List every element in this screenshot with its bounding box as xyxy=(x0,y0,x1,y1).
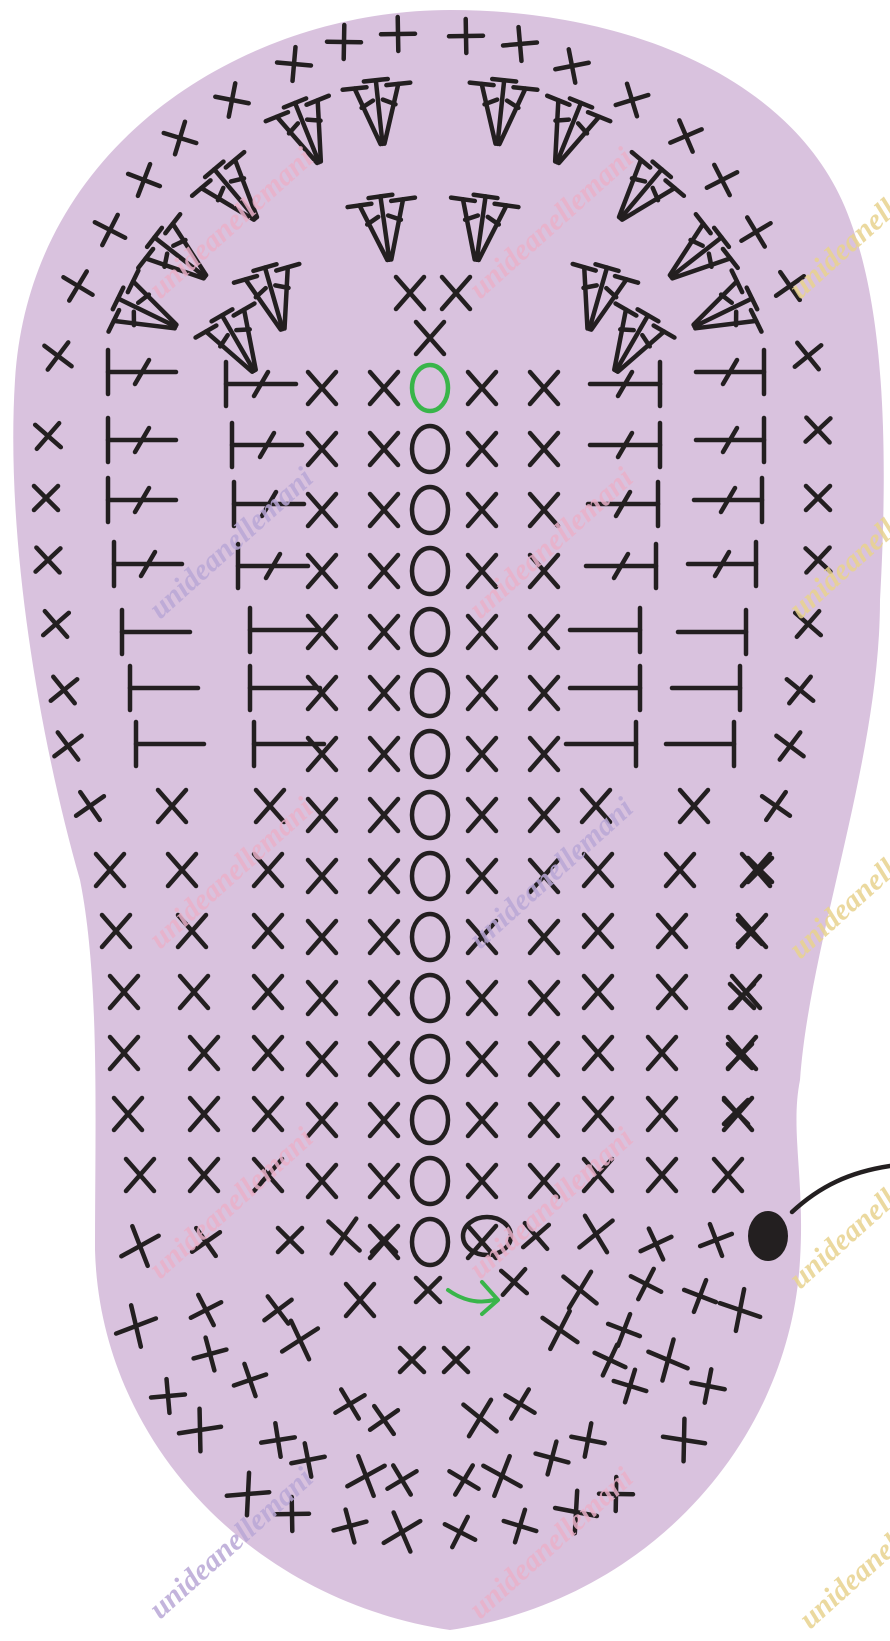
watermark-text: unideanellemani xyxy=(793,1471,890,1635)
slip-stitch xyxy=(748,1211,788,1261)
